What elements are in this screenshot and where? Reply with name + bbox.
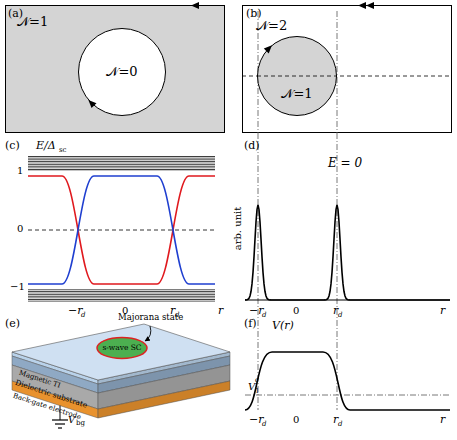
tick-subscript: d — [81, 312, 85, 320]
panel-label: (c) — [5, 140, 20, 152]
threshold-superscript: c — [255, 377, 259, 385]
tick-subscript: d — [338, 312, 342, 320]
region-text: 𝒩=1 — [281, 87, 312, 101]
energy-label: E = 0 — [328, 157, 362, 170]
guide-line — [337, 133, 338, 410]
region-text: 𝒩=0 — [106, 65, 137, 79]
ground-symbol — [58, 427, 62, 428]
tick-label: r — [333, 414, 338, 426]
bulk-bands — [28, 289, 215, 302]
tick-label: −r — [68, 305, 82, 317]
panel-label: (f) — [244, 318, 257, 330]
tick-subscript: d — [338, 421, 342, 429]
ground-symbol — [52, 419, 68, 420]
zero-line — [28, 230, 215, 231]
blue-band — [28, 176, 215, 284]
threshold-line — [245, 395, 450, 396]
threshold-label: V — [248, 381, 255, 392]
axis-label: V(r) — [272, 320, 294, 332]
top-face — [12, 324, 230, 380]
tick-label: 0 — [17, 223, 23, 234]
panel-label: (b) — [246, 8, 262, 20]
tick-label: −r — [249, 414, 263, 426]
superconductor-disk: s-wave SC — [96, 337, 148, 359]
panel-label: (e) — [5, 318, 20, 330]
ground-symbol — [55, 423, 65, 424]
axis-label: r — [440, 414, 445, 426]
region-box: 𝒩=1𝒩=0 — [5, 5, 225, 133]
threshold-subscript: 1 — [255, 388, 259, 396]
panel-label: (d) — [244, 140, 260, 152]
guide-line — [258, 133, 259, 410]
layer-shade — [98, 381, 230, 418]
leader-line — [145, 326, 151, 341]
tick-label: −1 — [10, 281, 25, 292]
region-text: 𝒩=2 — [256, 19, 287, 33]
tick-label: 0 — [293, 414, 299, 425]
axis-label: E/Δ — [36, 140, 56, 152]
axis-label: r — [440, 305, 445, 317]
tick-label: 1 — [17, 165, 23, 176]
region-box: 𝒩=2𝒩=1 — [242, 5, 452, 133]
region-text: s-wave SC — [102, 344, 141, 352]
potential-curve — [245, 352, 450, 410]
callout-label: Majorana state — [118, 313, 183, 322]
tick-subscript: d — [262, 421, 266, 429]
tick-subscript: d — [262, 312, 266, 320]
region-circle: 𝒩=0 — [78, 28, 166, 116]
tick-label: 0 — [293, 305, 299, 316]
bulk-bands — [28, 156, 215, 171]
tick-label: −r — [249, 305, 263, 317]
voltage-label: V — [68, 414, 75, 425]
layer-face — [98, 381, 230, 418]
axis-label: r — [218, 305, 223, 317]
red-band — [28, 176, 215, 284]
tick-label: r — [333, 305, 338, 317]
majorana-peaks — [245, 205, 450, 300]
axis-label: arb. unit — [232, 206, 243, 250]
region-circle-outline — [257, 36, 337, 116]
region-circle: 𝒩=1 — [257, 36, 337, 116]
axis-subscript: sc — [59, 147, 67, 155]
panel-label: (a) — [8, 8, 23, 20]
voltage-subscript: bg — [76, 420, 85, 428]
